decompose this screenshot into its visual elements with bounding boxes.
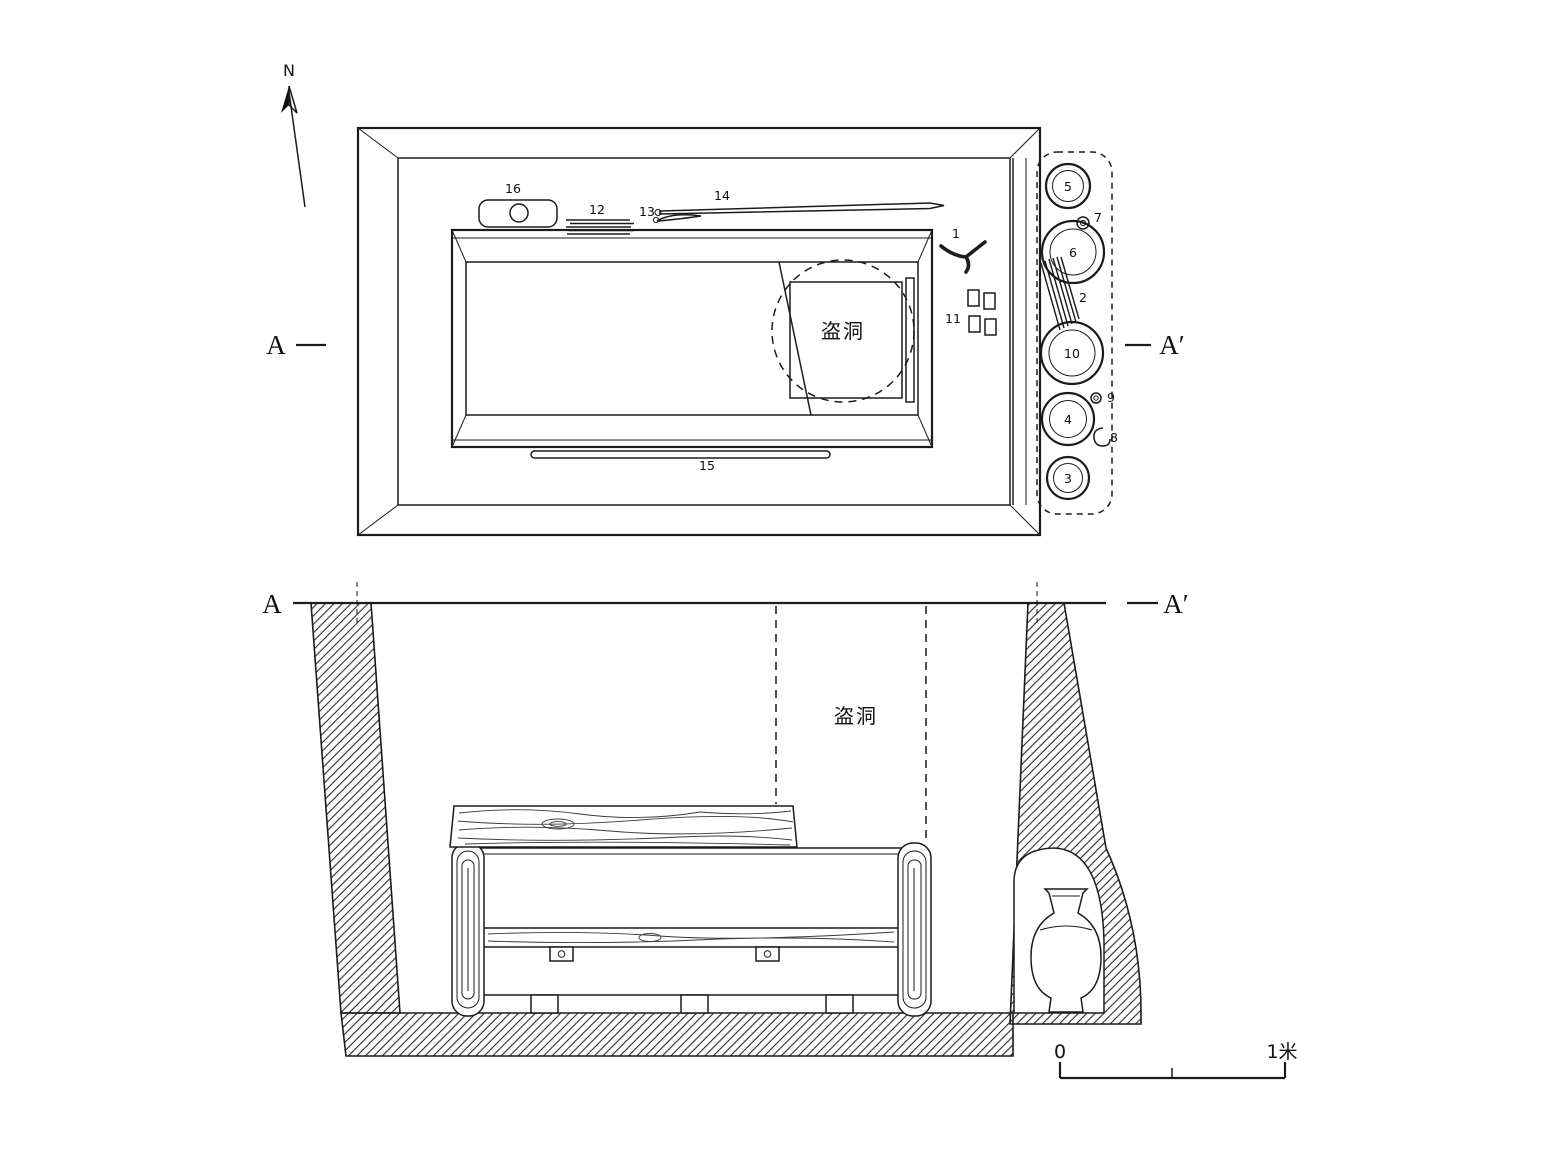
find-8-spiral-object: 8 [1093, 427, 1118, 447]
vessel-5: 5 [1044, 162, 1092, 210]
pit-inner-edge [397, 157, 1011, 506]
find-1-label: 1 [952, 226, 960, 241]
pit-left-wall-hatch [310, 602, 401, 1014]
coffin-plan [450, 228, 934, 449]
plank-wood-grain [457, 809, 794, 846]
vessel-3: 3 [1045, 455, 1091, 501]
scale-one-meter-label: 1米 [1266, 1041, 1297, 1063]
find-14-pole: 14 [654, 188, 945, 216]
vessel-10: 10 [1039, 320, 1105, 386]
find-2-label: 2 [1079, 290, 1087, 305]
find-9-label: 9 [1107, 390, 1115, 405]
pit-floor-hatch [340, 1012, 1014, 1057]
find-11-plaques: 11 [945, 289, 997, 336]
coffin-right-cap [897, 842, 932, 1017]
vessel-10-label: 10 [1064, 346, 1080, 361]
plan-section-markers: A A′ [266, 330, 1184, 360]
vessel-4-label: 4 [1064, 412, 1072, 427]
find-13-object: 13 [639, 204, 702, 224]
coffin-break-line [778, 261, 812, 416]
section-markers: A A′ [262, 589, 1188, 619]
vessel-6-label: 6 [1069, 245, 1077, 260]
floor-wood-grain [487, 931, 895, 944]
plan-section-a-prime-label: A′ [1159, 330, 1184, 360]
pit-outer-edge [356, 126, 1042, 537]
robber-hole-plan-label: 盗洞 [821, 319, 865, 343]
coffin-floor-board [470, 927, 912, 948]
vessel-3-label: 3 [1064, 471, 1072, 486]
vessel-5-label: 5 [1064, 179, 1072, 194]
find-14-label: 14 [714, 188, 730, 203]
robber-hole-circle [771, 259, 915, 403]
robber-hole-section: 盗洞 [775, 606, 927, 841]
plan-view: 盗洞 16 12 13 14 [266, 126, 1185, 537]
robber-hole-section-label: 盗洞 [834, 704, 878, 728]
north-arrow-head-right [288, 85, 298, 114]
find-15-rod: 15 [530, 450, 831, 473]
coffin-head-box [789, 281, 903, 399]
find-16-headrest: 16 [478, 181, 558, 228]
find-15-label: 15 [699, 458, 715, 473]
north-arrow-head-left [281, 86, 289, 113]
section-view: 盗洞 A A′ 0 1米 [262, 582, 1298, 1080]
floor-spacer-blocks [549, 946, 780, 962]
coffin-top-plank [449, 805, 798, 848]
north-arrow: N [281, 61, 306, 208]
find-1-fork: 1 [939, 226, 987, 274]
section-a-prime-label: A′ [1163, 589, 1188, 619]
scale-zero-label: 0 [1054, 1041, 1066, 1063]
find-13-label: 13 [639, 204, 655, 219]
coffin-left-cap [451, 842, 485, 1017]
coffin-head-board [905, 277, 915, 403]
find-12-label: 12 [589, 202, 605, 217]
scale-bar: 0 1米 [1054, 1041, 1298, 1080]
find-7-label: 7 [1094, 210, 1102, 225]
pottery-niche-plan: 5 7 6 2 [1036, 151, 1118, 515]
coffin-section [449, 805, 932, 1017]
vessel-6: 6 [1040, 219, 1106, 285]
niche-pot [1030, 888, 1102, 1013]
robber-hole-plan: 盗洞 [771, 259, 915, 403]
north-arrow-shaft [288, 91, 306, 208]
find-12-slats: 12 [566, 202, 634, 235]
section-a-label: A [262, 589, 282, 619]
find-16-label: 16 [505, 181, 521, 196]
pit-corner-bevels [357, 127, 1041, 536]
find-9-small-object: 9 [1090, 390, 1115, 405]
plan-section-a-label: A [266, 330, 286, 360]
vessel-4: 4 [1040, 391, 1096, 447]
coffin-feet [530, 994, 854, 1014]
north-label: N [283, 61, 295, 80]
find-2-shaft-bundle [1040, 256, 1080, 331]
find-8-label: 8 [1110, 430, 1118, 445]
find-11-label: 11 [945, 311, 961, 326]
